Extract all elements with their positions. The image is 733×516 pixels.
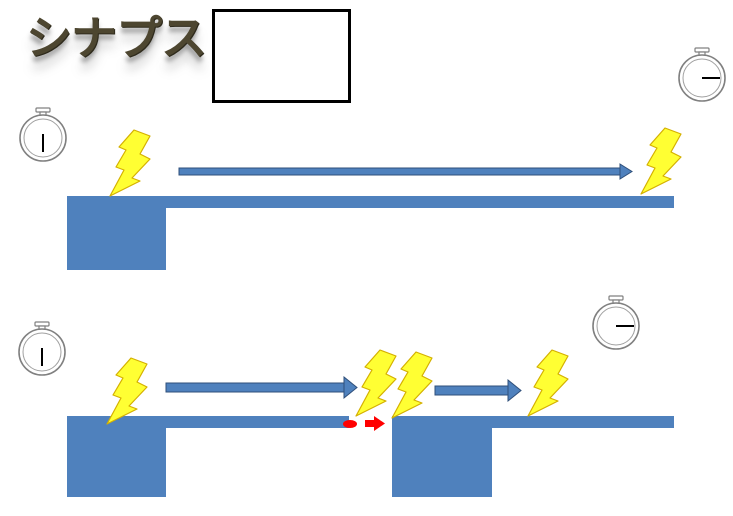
presynaptic-axon bbox=[166, 416, 349, 428]
signal-arrow bbox=[434, 378, 522, 403]
axon bbox=[166, 196, 674, 208]
top-diagram bbox=[19, 47, 726, 270]
lightning-bolt-icon bbox=[109, 129, 151, 197]
slide-title: シナプス bbox=[26, 11, 207, 65]
lightning-bolt-icon bbox=[527, 349, 569, 417]
signal-arrow bbox=[178, 163, 633, 180]
lightning-bolt-icon bbox=[640, 127, 682, 195]
lightning-bolt-icon bbox=[391, 351, 433, 419]
signal-arrow bbox=[165, 375, 358, 400]
stopwatch-start-icon bbox=[19, 107, 67, 162]
answer-box bbox=[212, 9, 351, 103]
postsynaptic-neuron-body bbox=[392, 416, 492, 497]
postsynaptic-axon bbox=[492, 416, 674, 428]
presynaptic-neuron-body bbox=[67, 416, 166, 497]
release-arrow-icon bbox=[365, 416, 385, 431]
lightning-bolt-icon bbox=[106, 357, 148, 425]
bottom-diagram bbox=[18, 295, 674, 497]
neurotransmitter bbox=[343, 420, 357, 428]
neuron-body bbox=[67, 196, 166, 270]
stopwatch-end-icon bbox=[592, 295, 640, 350]
stopwatch-end-icon bbox=[678, 47, 726, 102]
stopwatch-start-icon bbox=[18, 321, 66, 376]
lightning-bolt-icon bbox=[355, 349, 397, 417]
